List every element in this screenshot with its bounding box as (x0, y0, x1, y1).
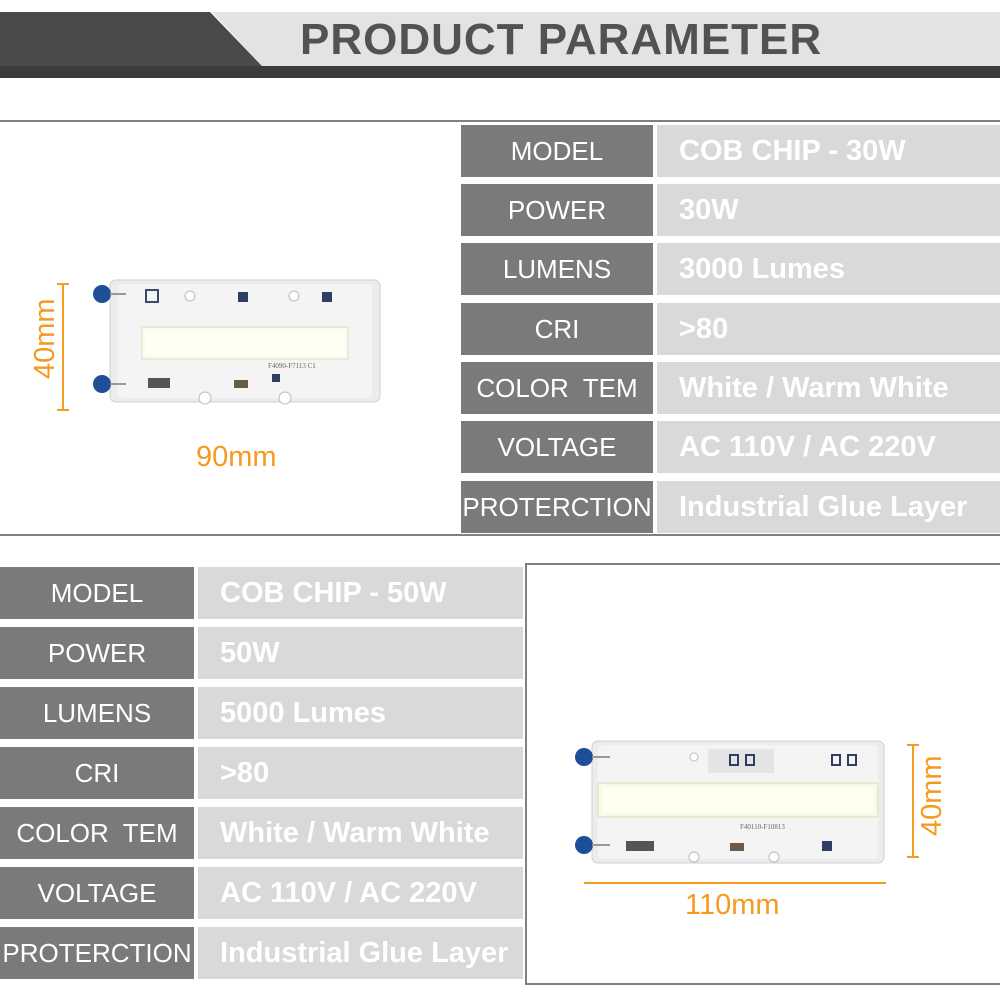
cob-chip-50w-diagram: F40110-F10813 (575, 740, 919, 884)
width-dimension-label-50w: 110mm (685, 889, 780, 921)
spec-value: 30W (657, 184, 1000, 236)
spec-value: Industrial Glue Layer (198, 927, 523, 979)
spec-label: PROTERCTION (461, 481, 653, 533)
capacitor-icon (575, 748, 593, 766)
spec-label: VOLTAGE (0, 867, 194, 919)
spec-value: White / Warm White (657, 362, 1000, 414)
chip-marking: F4090-F7113 C1 (268, 362, 316, 370)
spec-label: LUMENS (461, 243, 653, 295)
spec-value: COB CHIP - 30W (657, 125, 1000, 177)
spec-value: White / Warm White (198, 807, 523, 859)
spec-value: 5000 Lumes (198, 687, 523, 739)
spec-label: POWER (0, 627, 194, 679)
header-light-band (212, 12, 1000, 66)
spec-label: POWER (461, 184, 653, 236)
spec-value: COB CHIP - 50W (198, 567, 523, 619)
capacitor-icon (93, 285, 111, 303)
spec-value: AC 110V / AC 220V (198, 867, 523, 919)
height-dimension-label-50w: 40mm (916, 755, 948, 836)
spec-value: Industrial Glue Layer (657, 481, 1000, 533)
cob-chip-30w-diagram: F4090-F7113 C1 (57, 279, 381, 411)
spec-label: VOLTAGE (461, 421, 653, 473)
spec-value: 50W (198, 627, 523, 679)
capacitor-icon (93, 375, 111, 393)
chip-marking: F40110-F10813 (740, 823, 785, 831)
spec-label: LUMENS (0, 687, 194, 739)
height-dimension-label-30w: 40mm (29, 298, 61, 379)
spec-label: CRI (461, 303, 653, 355)
width-dimension-label-30w: 90mm (196, 441, 277, 473)
spec-value: >80 (657, 303, 1000, 355)
spec-label: COLOR TEM (461, 362, 653, 414)
spec-label: MODEL (0, 567, 194, 619)
spec-label: CRI (0, 747, 194, 799)
spec-label: MODEL (461, 125, 653, 177)
capacitor-icon (575, 836, 593, 854)
spec-label: PROTERCTION (0, 927, 194, 979)
spec-value: 3000 Lumes (657, 243, 1000, 295)
spec-label: COLOR TEM (0, 807, 194, 859)
spec-value: >80 (198, 747, 523, 799)
header-dark-tab (0, 12, 262, 66)
page-title: PRODUCT PARAMETER (300, 15, 823, 64)
spec-value: AC 110V / AC 220V (657, 421, 1000, 473)
header-underline-bar (0, 66, 1000, 78)
